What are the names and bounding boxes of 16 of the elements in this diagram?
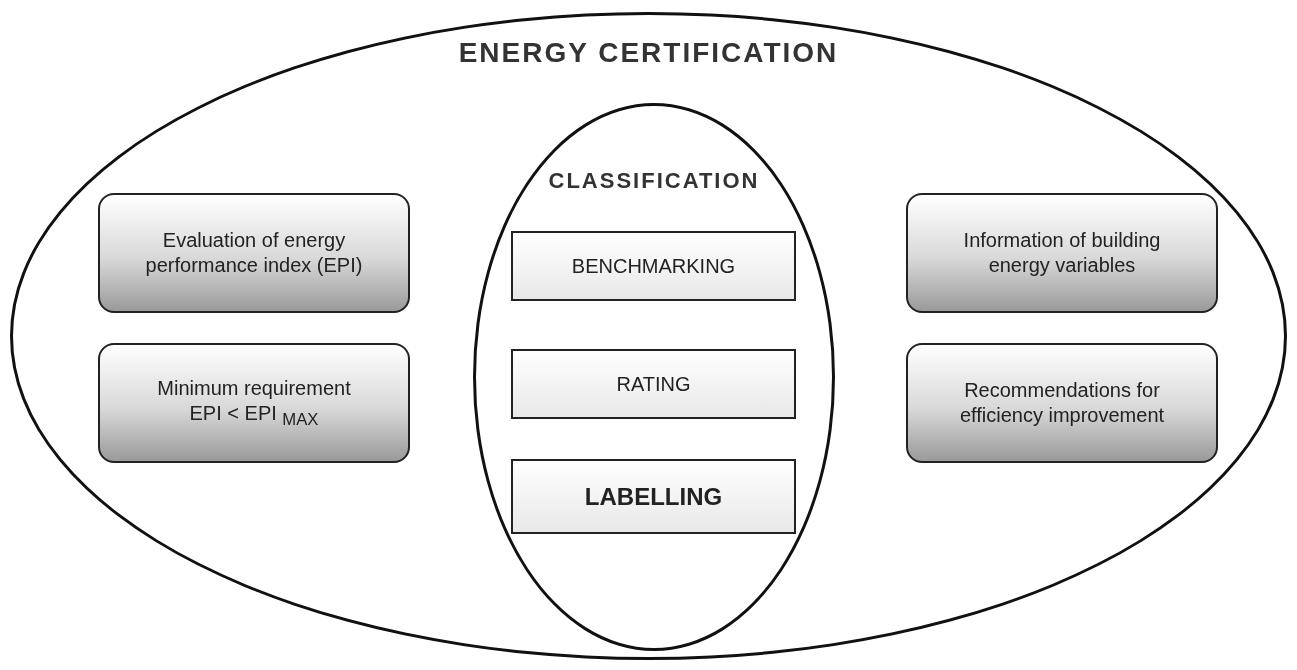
box-label: LABELLING bbox=[584, 481, 723, 512]
rounded-box bbox=[98, 343, 410, 463]
box-label: Minimum requirement EPI < EPI $_{MAX}$ bbox=[156, 375, 352, 431]
rounded-box bbox=[98, 193, 410, 313]
box-label: BENCHMARKING bbox=[571, 253, 736, 279]
box-label: Information of building energy variables bbox=[962, 228, 1162, 278]
box-label: Recommendations for efficiency improvement bbox=[958, 378, 1166, 428]
rectangle-box bbox=[511, 231, 796, 301]
rectangle-box bbox=[511, 349, 796, 419]
title-text: CLASSIFICATION bbox=[547, 168, 761, 194]
title-text: ENERGY CERTIFICATION bbox=[457, 37, 840, 69]
box-label: RATING bbox=[616, 371, 691, 397]
rectangle-box bbox=[511, 459, 796, 534]
rounded-box bbox=[906, 193, 1218, 313]
rounded-box bbox=[906, 343, 1218, 463]
box-label: Evaluation of energy performance index (EPI) bbox=[144, 228, 364, 278]
